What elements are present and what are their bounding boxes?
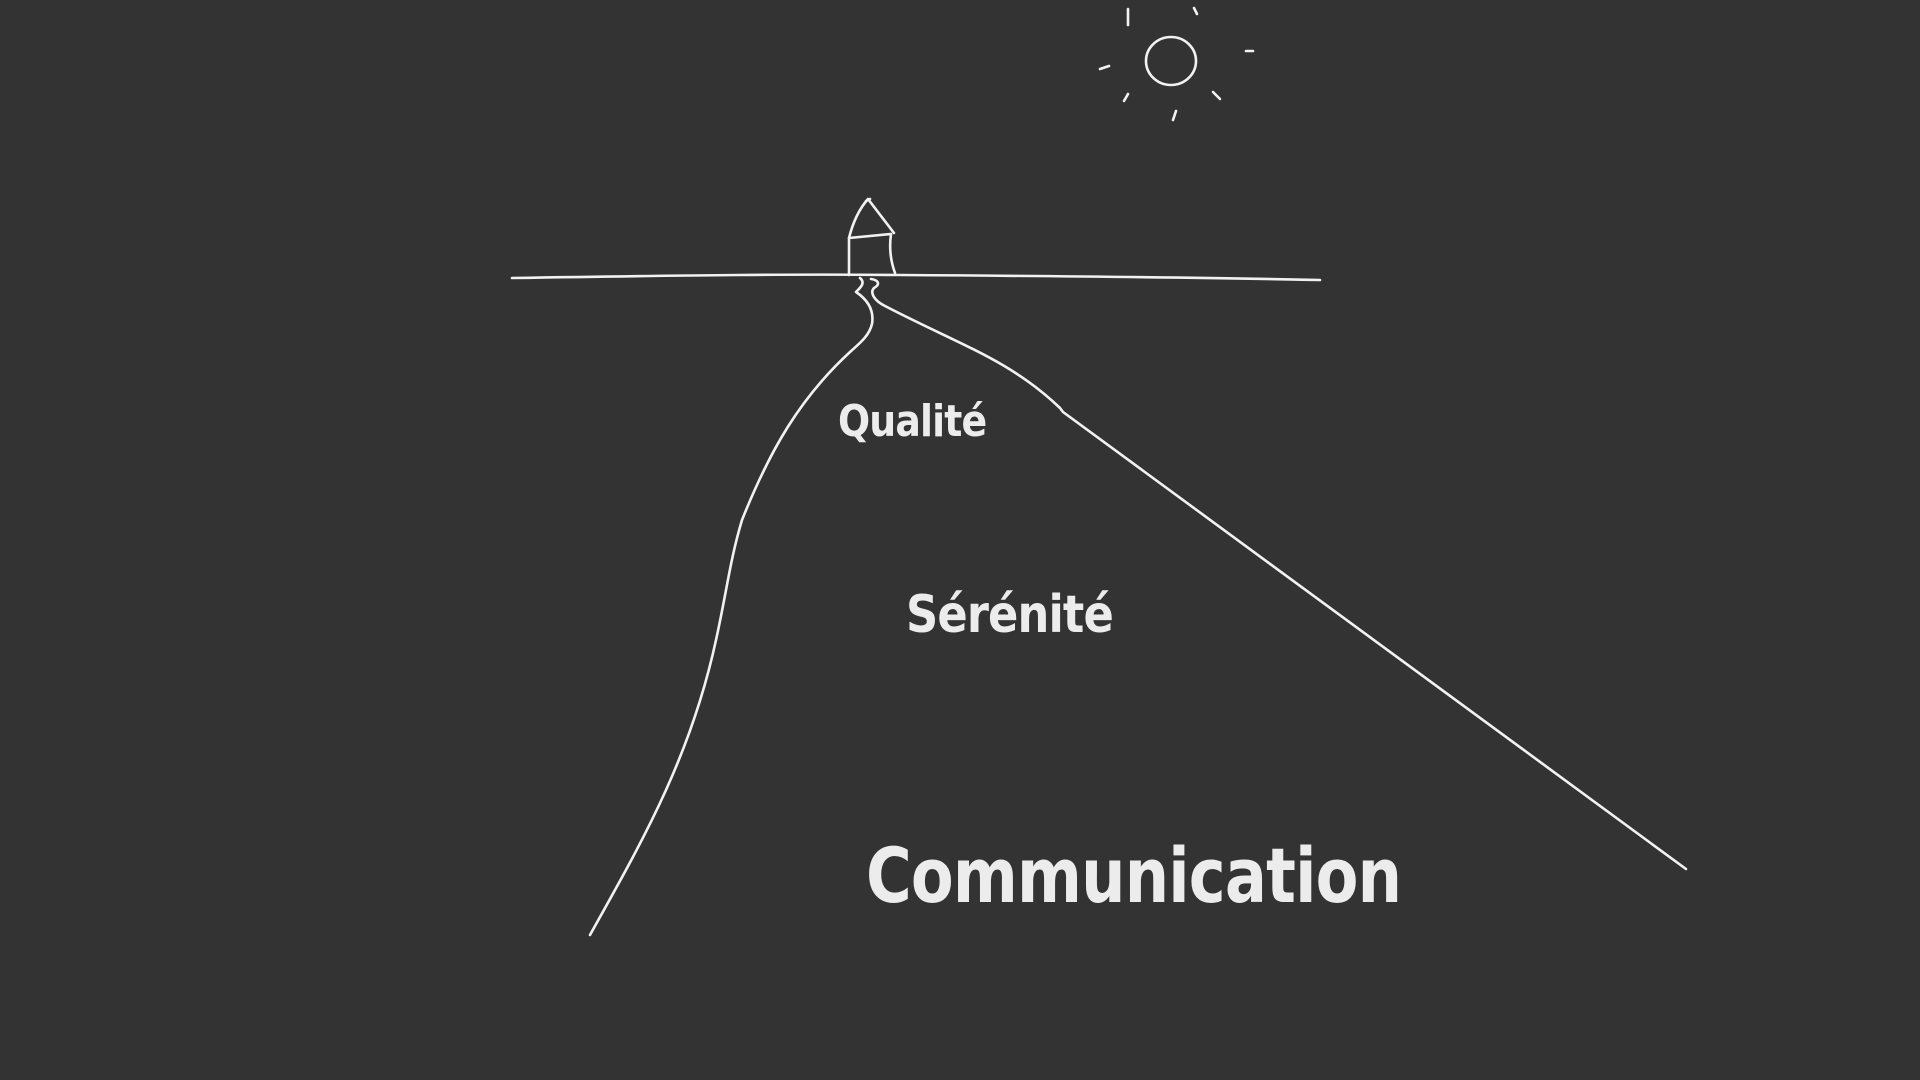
label-communication: Communication <box>866 831 1402 920</box>
label-serenite: Sérénité <box>906 585 1114 645</box>
mountain-right-slope <box>869 277 1688 871</box>
mountain-left-slope <box>588 276 874 937</box>
label-qualite: Qualité <box>838 396 987 447</box>
horizon-line <box>510 273 1322 282</box>
sun-icon <box>1098 6 1255 122</box>
house-icon <box>847 197 897 277</box>
